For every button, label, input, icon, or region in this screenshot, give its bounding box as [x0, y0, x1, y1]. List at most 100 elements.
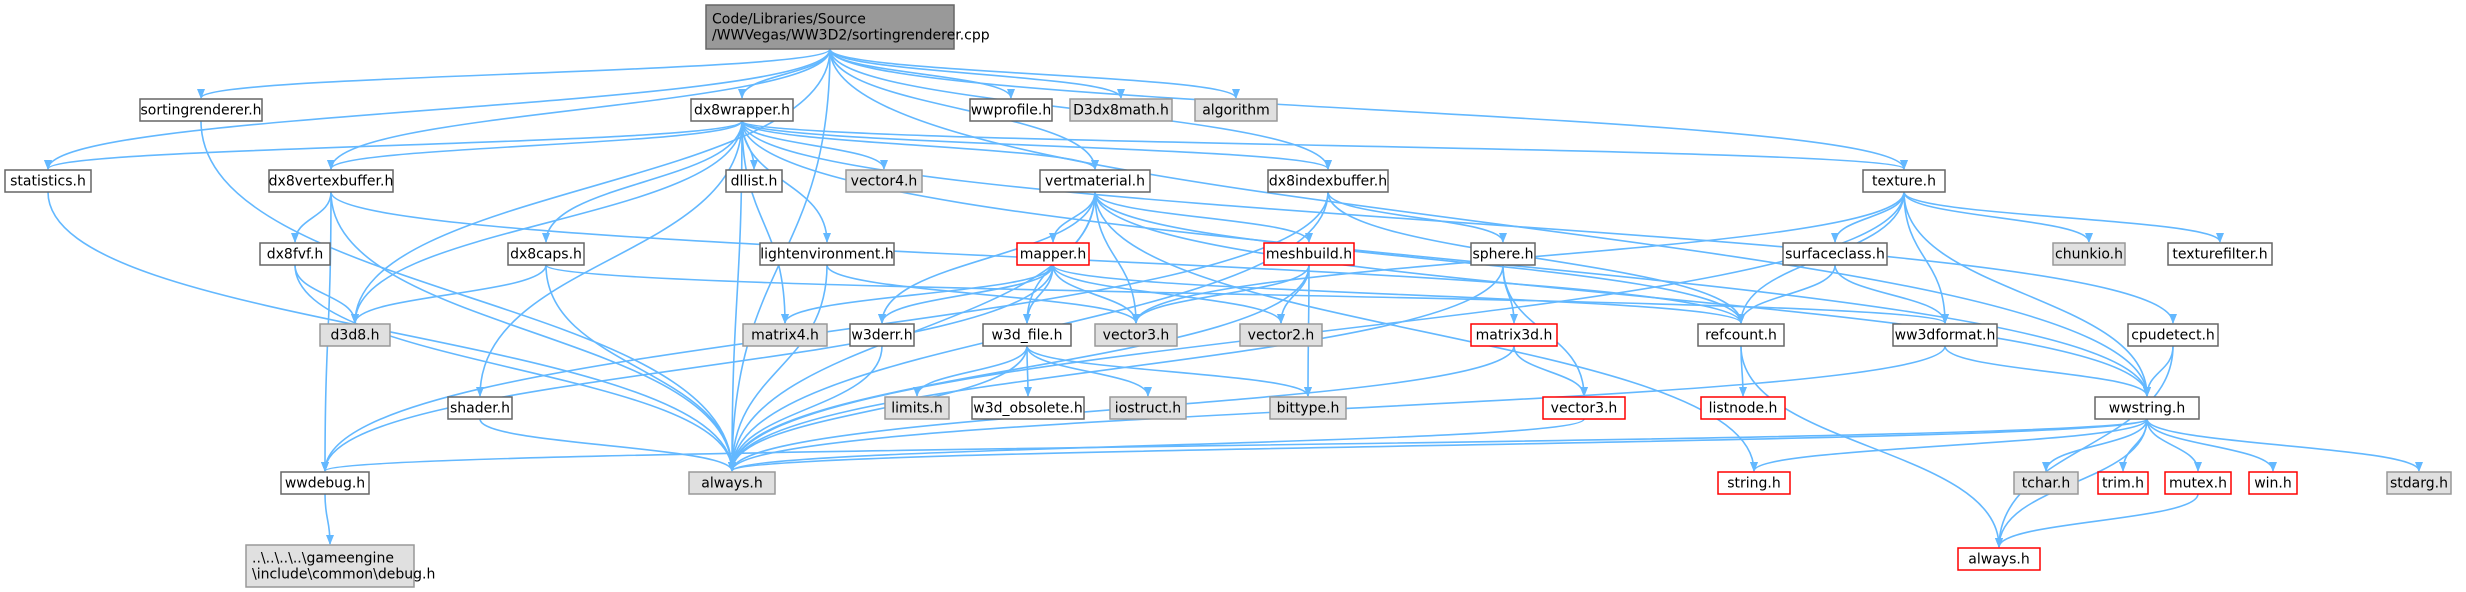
node-label: mutex.h — [2169, 475, 2227, 491]
node-box — [1263, 242, 1355, 266]
node-box — [849, 323, 915, 347]
node-wwprofile[interactable]: wwprofile.h — [969, 98, 1053, 122]
edge-mapper-to-wwdebug — [321, 264, 1054, 472]
node-label: dx8indexbuffer.h — [1269, 173, 1387, 189]
node-always-red[interactable]: always.h — [1957, 547, 2041, 571]
node-chunkio[interactable]: chunkio.h — [2052, 242, 2126, 266]
node-label: vector2.h — [1248, 327, 1315, 343]
edge-mapper-to-w3derr — [878, 264, 1054, 324]
edge-mapper-to-refcount — [1052, 264, 1745, 324]
node-dx8fvf[interactable]: dx8fvf.h — [259, 242, 331, 266]
node-label: iostruct.h — [1115, 400, 1181, 416]
node-dx8wrapper[interactable]: dx8wrapper.h — [690, 98, 794, 122]
node-box — [725, 169, 783, 193]
node-shader[interactable]: shader.h — [447, 396, 513, 420]
edge-w3d_file-to-always — [728, 345, 1028, 472]
edge-texture-to-wwstring — [1903, 191, 2151, 397]
edge-w3d_file-to-limits — [913, 345, 1028, 397]
node-d3d8[interactable]: d3d8.h — [319, 323, 391, 347]
node-label: tchar.h — [2022, 475, 2070, 491]
node-debug[interactable]: ..\..\..\..\gameengine\include\common\de… — [245, 544, 435, 588]
node-box — [1697, 323, 1785, 347]
node-mutex[interactable]: mutex.h — [2164, 471, 2232, 495]
edge-w3d_file-to-iostruct — [1026, 345, 1152, 397]
edge-meshbuild-to-always — [728, 264, 1310, 472]
node-box — [507, 242, 585, 266]
node-dx8caps[interactable]: dx8caps.h — [507, 242, 585, 266]
node-stdarg[interactable]: stdarg.h — [2386, 471, 2452, 495]
node-label: sphere.h — [1472, 246, 1533, 262]
edge-wwstring-to-always — [728, 418, 2148, 472]
node-matrix3d[interactable]: matrix3d.h — [1470, 323, 1558, 347]
node-texturefilter[interactable]: texturefilter.h — [2167, 242, 2273, 266]
node-lightenvironment[interactable]: lightenvironment.h — [759, 242, 895, 266]
node-box — [139, 98, 263, 122]
node-win[interactable]: win.h — [2248, 471, 2298, 495]
node-vector2[interactable]: vector2.h — [1239, 323, 1323, 347]
node-mapper[interactable]: mapper.h — [1016, 242, 1090, 266]
node-vector3[interactable]: vector3.h — [1094, 323, 1178, 347]
node-box — [1016, 242, 1090, 266]
node-box — [268, 169, 394, 193]
node-string[interactable]: string.h — [1717, 471, 1791, 495]
node-label: /WWVegas/WW3D2/sortingrenderer.cpp — [712, 27, 990, 43]
node-box — [245, 544, 415, 588]
node-label: shader.h — [450, 400, 510, 416]
node-root[interactable]: Code/Libraries/Source/WWVegas/WW3D2/sort… — [705, 4, 990, 50]
node-wwstring[interactable]: wwstring.h — [2094, 396, 2200, 420]
node-box — [280, 471, 370, 495]
node-vector4[interactable]: vector4.h — [845, 169, 923, 193]
node-ww3dformat[interactable]: ww3dformat.h — [1892, 323, 1998, 347]
node-box — [1194, 98, 1278, 122]
node-iostruct[interactable]: iostruct.h — [1109, 396, 1187, 420]
edge-lightenvironment-to-vector3 — [826, 264, 1140, 324]
edge-mutex-to-always_red — [1995, 493, 2199, 548]
node-cpudetect[interactable]: cpudetect.h — [2127, 323, 2219, 347]
node-dllist[interactable]: dllist.h — [725, 169, 783, 193]
node-statistics[interactable]: statistics.h — [4, 169, 92, 193]
node-matrix4[interactable]: matrix4.h — [742, 323, 828, 347]
node-always[interactable]: always.h — [688, 471, 776, 495]
node-meshbuild[interactable]: meshbuild.h — [1263, 242, 1355, 266]
edge-lightenvironment-to-always — [728, 264, 828, 472]
node-w3d-file[interactable]: w3d_file.h — [982, 323, 1072, 347]
node-label: vector3.h — [1551, 400, 1618, 416]
node-surfaceclass[interactable]: surfaceclass.h — [1782, 242, 1888, 266]
node-tchar[interactable]: tchar.h — [2013, 471, 2079, 495]
node-wwdebug[interactable]: wwdebug.h — [280, 471, 370, 495]
node-texture[interactable]: texture.h — [1862, 169, 1946, 193]
node-d3dx8math[interactable]: D3dx8math.h — [1069, 98, 1173, 122]
edge-dx8caps-to-always — [545, 264, 736, 472]
node-w3derr[interactable]: w3derr.h — [849, 323, 915, 347]
node-vector3-red[interactable]: vector3.h — [1542, 396, 1626, 420]
node-sphere[interactable]: sphere.h — [1470, 242, 1536, 266]
node-box — [884, 396, 950, 420]
node-w3d-obsolete[interactable]: w3d_obsolete.h — [971, 396, 1085, 420]
edge-root-to-dx8wrapper — [738, 48, 831, 99]
node-algorithm[interactable]: algorithm — [1194, 98, 1278, 122]
node-dx8vertexbuffer[interactable]: dx8vertexbuffer.h — [268, 169, 394, 193]
edge-refcount-to-always_red — [1740, 345, 2003, 548]
node-label: trim.h — [2102, 475, 2144, 491]
node-limits[interactable]: limits.h — [884, 396, 950, 420]
edge-dx8vertexbuffer-to-dx8fvf — [291, 191, 332, 243]
node-refcount[interactable]: refcount.h — [1697, 323, 1785, 347]
node-sortingrenderer[interactable]: sortingrenderer.h — [139, 98, 263, 122]
edge-vertmaterial-to-meshbuild — [1094, 191, 1313, 243]
node-trim[interactable]: trim.h — [2097, 471, 2149, 495]
node-label: dx8vertexbuffer.h — [269, 173, 394, 189]
node-label: wwdebug.h — [285, 475, 365, 491]
node-label: ww3dformat.h — [1895, 327, 1996, 343]
node-vertmaterial[interactable]: vertmaterial.h — [1039, 169, 1151, 193]
edge-vector3_red-to-always — [728, 418, 1585, 472]
node-dx8indexbuffer[interactable]: dx8indexbuffer.h — [1267, 169, 1389, 193]
node-label: dx8caps.h — [510, 246, 582, 262]
edge-dx8vertexbuffer-to-always — [330, 191, 736, 472]
edge-dx8wrapper-to-dx8indexbuffer — [741, 120, 1332, 170]
node-box — [971, 396, 1085, 420]
node-listnode[interactable]: listnode.h — [1700, 396, 1786, 420]
edge-dx8wrapper-to-matrix4 — [741, 120, 789, 324]
edge-sphere-to-always — [728, 264, 1504, 472]
node-bittype[interactable]: bittype.h — [1269, 396, 1347, 420]
